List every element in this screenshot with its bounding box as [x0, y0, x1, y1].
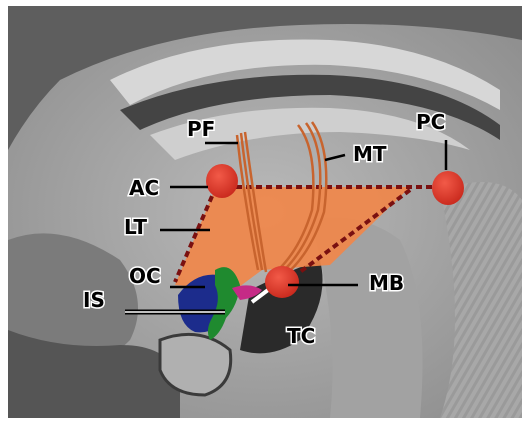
label-pf: PF: [187, 117, 215, 141]
label-mt: MT: [353, 142, 387, 166]
label-mb: MB: [369, 271, 404, 295]
mb-marker: [265, 266, 299, 298]
label-oc: OC: [129, 264, 161, 288]
label-is: IS: [83, 288, 105, 312]
label-lt: LT: [124, 215, 147, 239]
label-tc: TC: [287, 324, 315, 348]
ac-marker: [206, 164, 238, 198]
label-ac: AC: [129, 176, 159, 200]
pc-marker: [432, 171, 464, 205]
label-pc: PC: [416, 110, 445, 134]
